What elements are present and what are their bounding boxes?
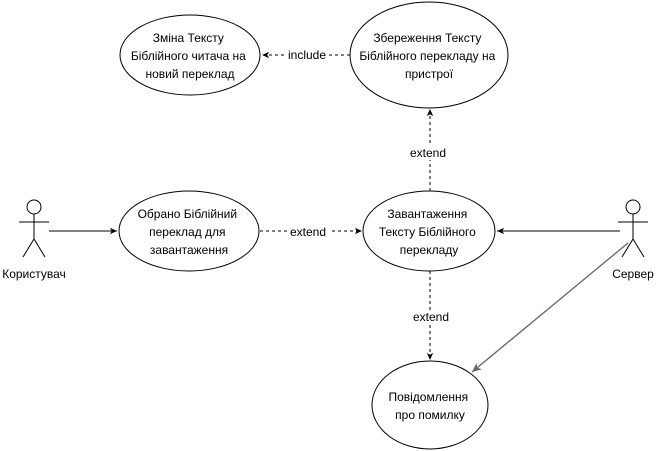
label-extend-download-error: extend: [409, 310, 453, 324]
use-case-save-text: Збереження Тексту Біблійного перекладу н…: [349, 1, 509, 109]
actor-user-label: Користувач: [2, 267, 66, 281]
use-case-download-line-3: перекладу: [400, 243, 459, 257]
use-case-change-text: Зміна Тексту Біблійного читача на новий …: [119, 14, 261, 96]
use-case-change-text-line-1: Зміна Тексту: [153, 31, 224, 45]
svg-text:extend: extend: [410, 146, 446, 160]
actor-server-leg-left: [621, 238, 634, 258]
edge-server-to-error: [471, 242, 629, 373]
svg-text:Повідомлення про помилку: Повідомлення про помилку: [388, 390, 471, 422]
svg-text:Завантаження Тексту Бібл: Завантаження Тексту Біблійного перекладу: [379, 207, 479, 257]
use-case-change-text-line-3: новий переклад: [146, 67, 235, 81]
use-case-error-line-1: Повідомлення: [388, 390, 468, 404]
use-case-error-line-2: про помилку: [395, 408, 465, 422]
svg-text:extend: extend: [413, 310, 449, 324]
use-case-download-line-1: Завантаження: [387, 207, 467, 221]
use-case-download-text: Завантаження Тексту Біблійного перекладу: [362, 190, 496, 272]
use-case-error-message: Повідомлення про помилку: [371, 360, 489, 450]
actor-server-head: [625, 199, 641, 215]
label-include: include: [285, 47, 329, 63]
use-case-selected-translation: Обрано Біблійний переклад для завантажен…: [118, 190, 260, 272]
svg-text:Обрано Біблійний перекла: Обрано Біблійний переклад для завантажен…: [138, 207, 241, 257]
use-case-save-text-line-2: Біблійного перекладу на: [359, 49, 495, 63]
actor-user-leg-right: [33, 238, 46, 258]
use-case-selected-line-3: завантаження: [150, 243, 228, 257]
use-case-save-text-line-1: Збереження Тексту: [373, 31, 481, 45]
svg-text:include: include: [288, 48, 326, 62]
actor-user: Користувач: [2, 199, 66, 281]
svg-text:Зміна Тексту Біблійного: Зміна Тексту Біблійного читача на новий …: [131, 31, 249, 81]
use-case-download-line-2: Тексту Біблійного: [379, 225, 476, 239]
label-extend-selected-download: extend: [287, 225, 329, 239]
label-extend-download-save: extend: [407, 146, 451, 160]
actor-server-leg-right: [632, 238, 645, 258]
svg-text:Збереження Тексту Біблій: Збереження Тексту Біблійного перекладу н…: [359, 31, 498, 81]
use-case-change-text-line-2: Біблійного читача на: [131, 49, 246, 63]
actor-user-head: [26, 199, 42, 215]
actor-server: Сервер: [612, 199, 654, 281]
use-case-selected-line-1: Обрано Біблійний: [138, 207, 237, 221]
actor-user-leg-left: [22, 238, 35, 258]
actor-server-label: Сервер: [612, 267, 654, 281]
use-case-selected-line-2: переклад для: [149, 225, 225, 239]
svg-text:extend: extend: [290, 225, 326, 239]
use-case-save-text-line-3: пристрої: [405, 67, 454, 81]
